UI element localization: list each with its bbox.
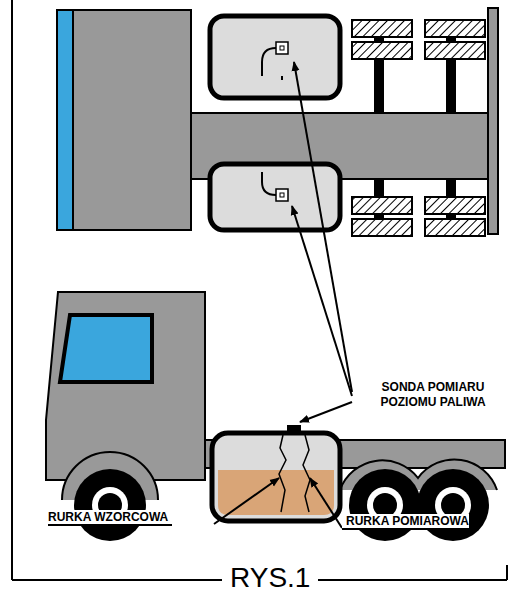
reference-tube-label: RURKA WZORCOWA [48, 510, 172, 526]
probe-label: SONDA POMIARU POZIOMU PALIWA [356, 380, 510, 410]
measuring-tube-label: RURKA POMIAROWA [342, 514, 469, 530]
figure-caption: RYS.1 [222, 563, 318, 593]
